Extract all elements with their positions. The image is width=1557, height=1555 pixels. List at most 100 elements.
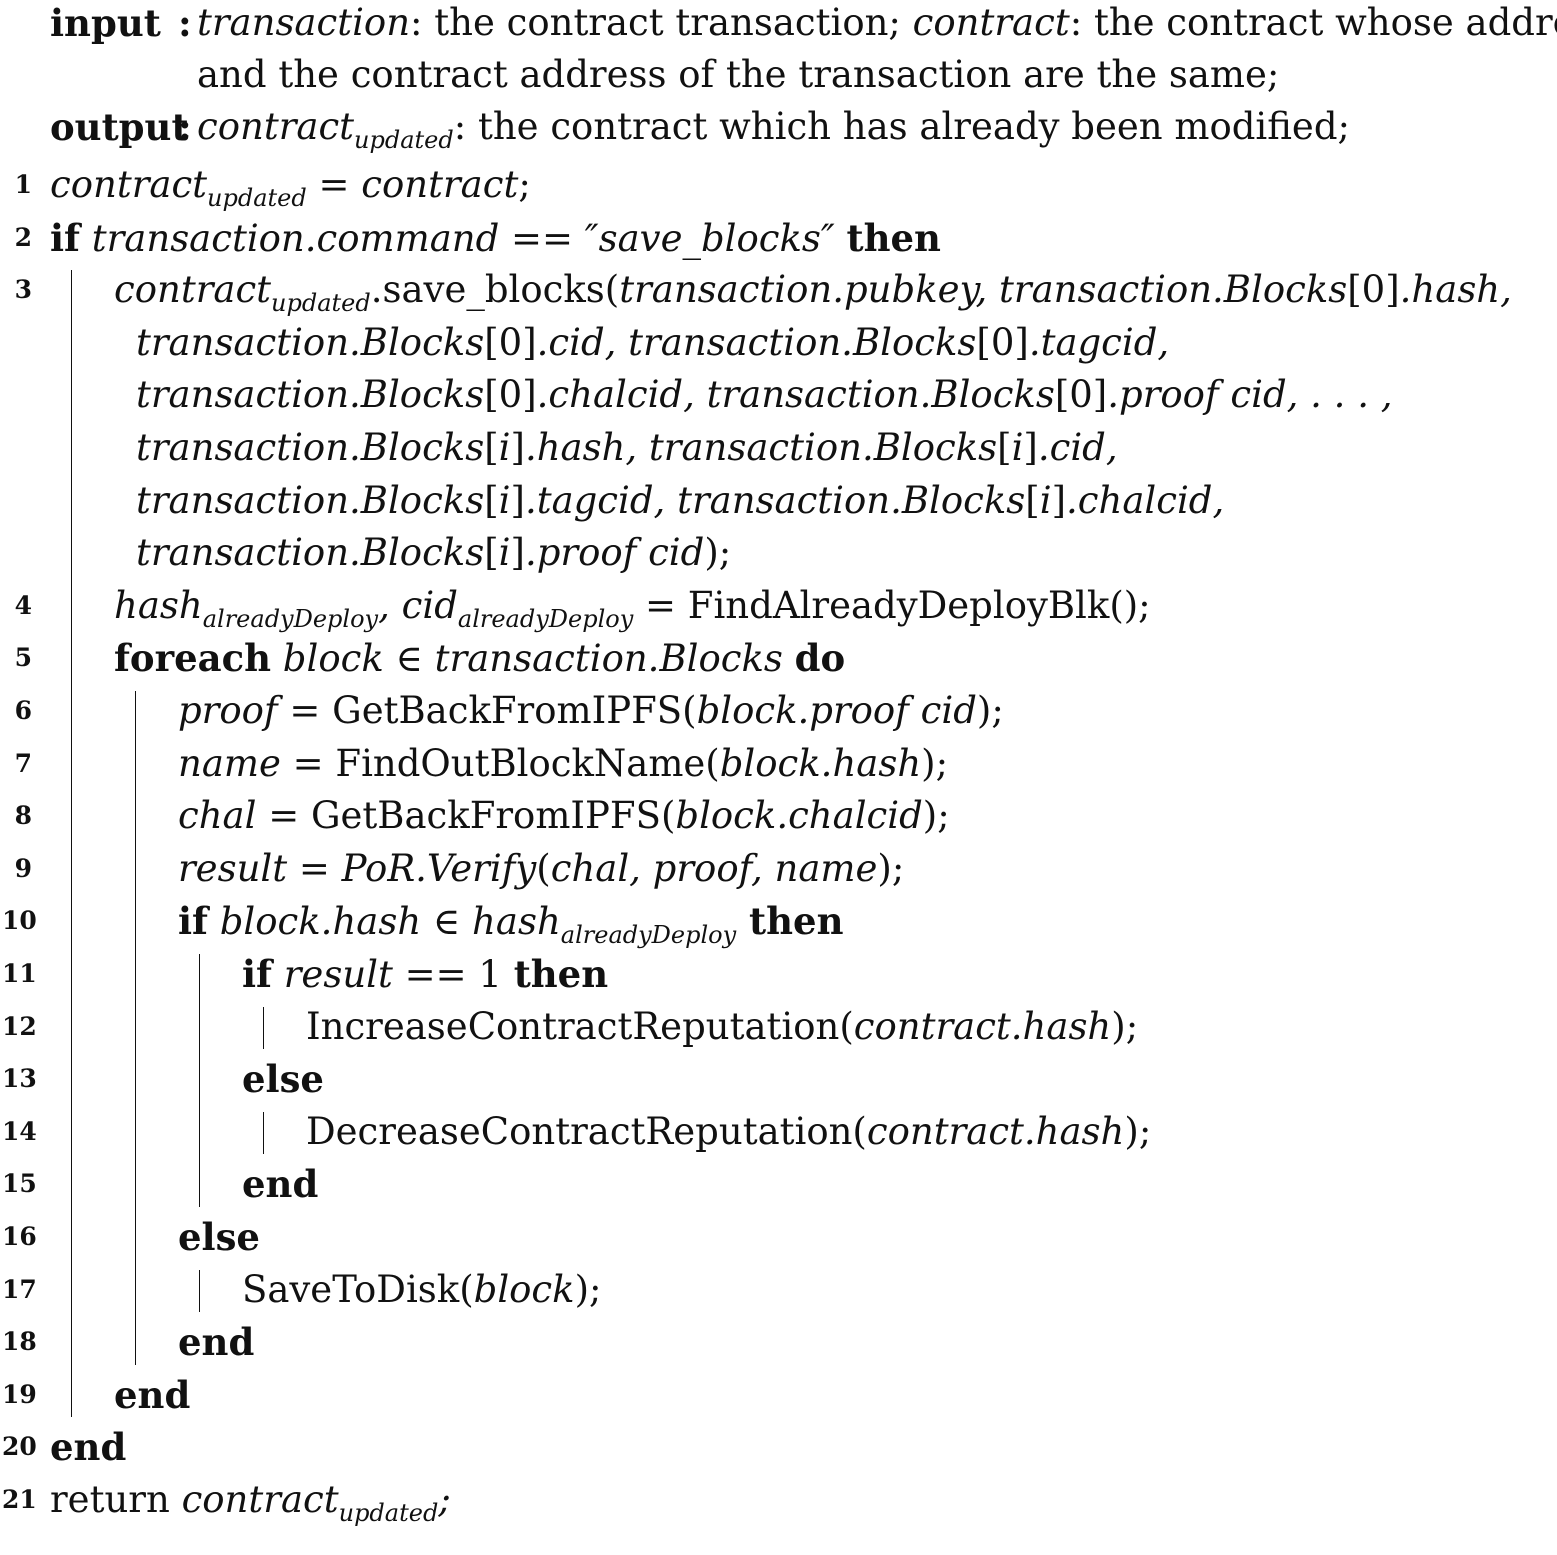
code-text: ] bbox=[510, 531, 525, 575]
indent-bar bbox=[263, 1006, 264, 1050]
code-text: = FindAlreadyDeployBlk(); bbox=[633, 583, 1151, 627]
line-content: if block.hash ∈ hashalreadyDeploy then bbox=[178, 895, 844, 948]
indent-bar bbox=[263, 1111, 264, 1155]
code-text: .tagcid, bbox=[1028, 320, 1170, 364]
subscript: alreadyDeploy bbox=[560, 921, 737, 950]
code-text: ; bbox=[438, 1478, 451, 1521]
code-text: cid bbox=[401, 583, 458, 627]
code-text: : the contract whose address bbox=[1069, 1, 1557, 44]
code-text: i bbox=[1039, 478, 1052, 522]
line-number: 12 bbox=[2, 1011, 37, 1041]
line-content: transaction.Blocks[0].chalcid, transacti… bbox=[136, 369, 1392, 421]
line-content: transaction.Blocks[i].hash, transaction.… bbox=[136, 422, 1118, 474]
keyword: else bbox=[178, 1215, 260, 1259]
code-text: i bbox=[498, 478, 511, 522]
keyword: end bbox=[178, 1320, 255, 1365]
code-text: chal, proof, name bbox=[550, 846, 878, 890]
output-description: contractupdated: the contract which has … bbox=[197, 101, 1350, 153]
line-number: 4 bbox=[14, 590, 32, 620]
line-number: 6 bbox=[14, 696, 32, 725]
code-text: transaction.Blocks bbox=[136, 426, 485, 469]
code-text: ); bbox=[922, 794, 950, 838]
line-number: 20 bbox=[2, 1432, 37, 1462]
line-number: 8 bbox=[14, 801, 32, 831]
indent-bar bbox=[135, 691, 136, 1365]
keyword: if bbox=[242, 952, 272, 996]
line-content: else bbox=[178, 1211, 260, 1264]
code-text: [0] bbox=[976, 320, 1029, 364]
line-content: if result == 1 then bbox=[242, 948, 608, 1001]
code-text: [0] bbox=[1347, 268, 1400, 312]
line-content: else bbox=[242, 1053, 324, 1106]
line-content: transaction.Blocks[0].cid, transaction.B… bbox=[136, 317, 1169, 369]
code-text: [ bbox=[484, 426, 499, 469]
code-text: [ bbox=[484, 531, 499, 575]
code-text: DecreaseContractReputation( bbox=[306, 1109, 867, 1153]
code-text: transaction.Blocks bbox=[136, 531, 485, 575]
line-number: 17 bbox=[2, 1274, 37, 1304]
code-text: contract.hash bbox=[853, 1004, 1112, 1048]
line-content: IncreaseContractReputation(contract.hash… bbox=[306, 1001, 1138, 1053]
code-text: [0] bbox=[484, 320, 537, 364]
code-text: result bbox=[178, 846, 288, 890]
code-text: contract bbox=[197, 105, 355, 148]
line-content: contractupdated.save_blocks(transaction.… bbox=[114, 264, 1512, 316]
line-content: name = FindOutBlockName(block.hash); bbox=[178, 738, 948, 790]
line-content: foreach block ∈ transaction.Blocks do bbox=[114, 632, 845, 685]
line-number: 5 bbox=[14, 643, 32, 673]
line-number: 15 bbox=[2, 1169, 37, 1199]
line-content: end bbox=[242, 1158, 318, 1211]
line-content: proof = GetBackFromIPFS(block.proof cid)… bbox=[178, 685, 1004, 737]
line-number: 7 bbox=[14, 748, 32, 778]
keyword: end bbox=[114, 1372, 191, 1417]
code-text: i bbox=[1011, 426, 1024, 469]
subscript: updated bbox=[207, 184, 307, 213]
subscript: updated bbox=[354, 126, 454, 155]
output-label: output bbox=[50, 105, 189, 149]
input-description: transaction: the contract transaction; c… bbox=[197, 0, 1557, 49]
code-text: ); bbox=[574, 1267, 602, 1311]
code-text: i bbox=[498, 531, 511, 575]
subscript: updated bbox=[271, 289, 371, 318]
code-text: .proof cid bbox=[524, 531, 705, 575]
output-colon: : bbox=[178, 105, 192, 149]
code-text: contract bbox=[114, 268, 272, 312]
line-content: SaveToDisk(block); bbox=[242, 1264, 601, 1316]
code-text: = bbox=[287, 846, 342, 890]
line-number: 3 bbox=[14, 275, 32, 305]
code-text: .cid, bbox=[1037, 426, 1118, 469]
code-text: ); bbox=[976, 689, 1004, 732]
line-content: hashalreadyDeploy, cidalreadyDeploy = Fi… bbox=[114, 580, 1151, 632]
line-content: transaction.Blocks[i].proof cid); bbox=[136, 527, 731, 579]
code-text: SaveToDisk( bbox=[242, 1267, 474, 1311]
subscript: alreadyDeploy bbox=[202, 604, 379, 633]
code-text: .hash, transaction.Blocks bbox=[524, 426, 998, 469]
line-content: if transaction.command == ″save_blocks″ … bbox=[50, 212, 941, 265]
code-text: and the contract address of the transact… bbox=[197, 53, 1280, 96]
indent-bar bbox=[71, 270, 72, 1418]
code-text: transaction.Blocks bbox=[136, 478, 485, 522]
code-text: .save_blocks( bbox=[370, 268, 620, 312]
code-text: chal bbox=[178, 794, 257, 838]
line-number: 9 bbox=[14, 853, 32, 883]
code-text: = FindOutBlockName( bbox=[280, 741, 720, 785]
code-text: IncreaseContractReputation( bbox=[306, 1004, 854, 1048]
line-number: 13 bbox=[2, 1064, 37, 1094]
keyword: else bbox=[242, 1057, 324, 1102]
code-text: contract bbox=[50, 163, 208, 206]
code-text: transaction.command == ″save_blocks″ bbox=[79, 216, 847, 260]
code-text: return bbox=[50, 1478, 182, 1521]
keyword: then bbox=[736, 899, 844, 944]
line-content: return contractupdated; bbox=[50, 1474, 451, 1526]
code-text: = bbox=[306, 163, 362, 206]
code-text: : the contract which has already been mo… bbox=[453, 105, 1350, 148]
line-content: end bbox=[178, 1316, 254, 1369]
code-text: block.hash ∈ hash bbox=[207, 900, 561, 944]
code-text: i bbox=[498, 426, 511, 469]
code-text: = GetBackFromIPFS( bbox=[256, 794, 676, 838]
code-text: : the contract transaction; bbox=[410, 1, 913, 44]
line-content: end bbox=[114, 1369, 190, 1422]
line-number: 19 bbox=[2, 1379, 37, 1409]
code-text: PoR.Verify bbox=[341, 846, 537, 890]
code-text: contract.hash bbox=[866, 1109, 1125, 1153]
